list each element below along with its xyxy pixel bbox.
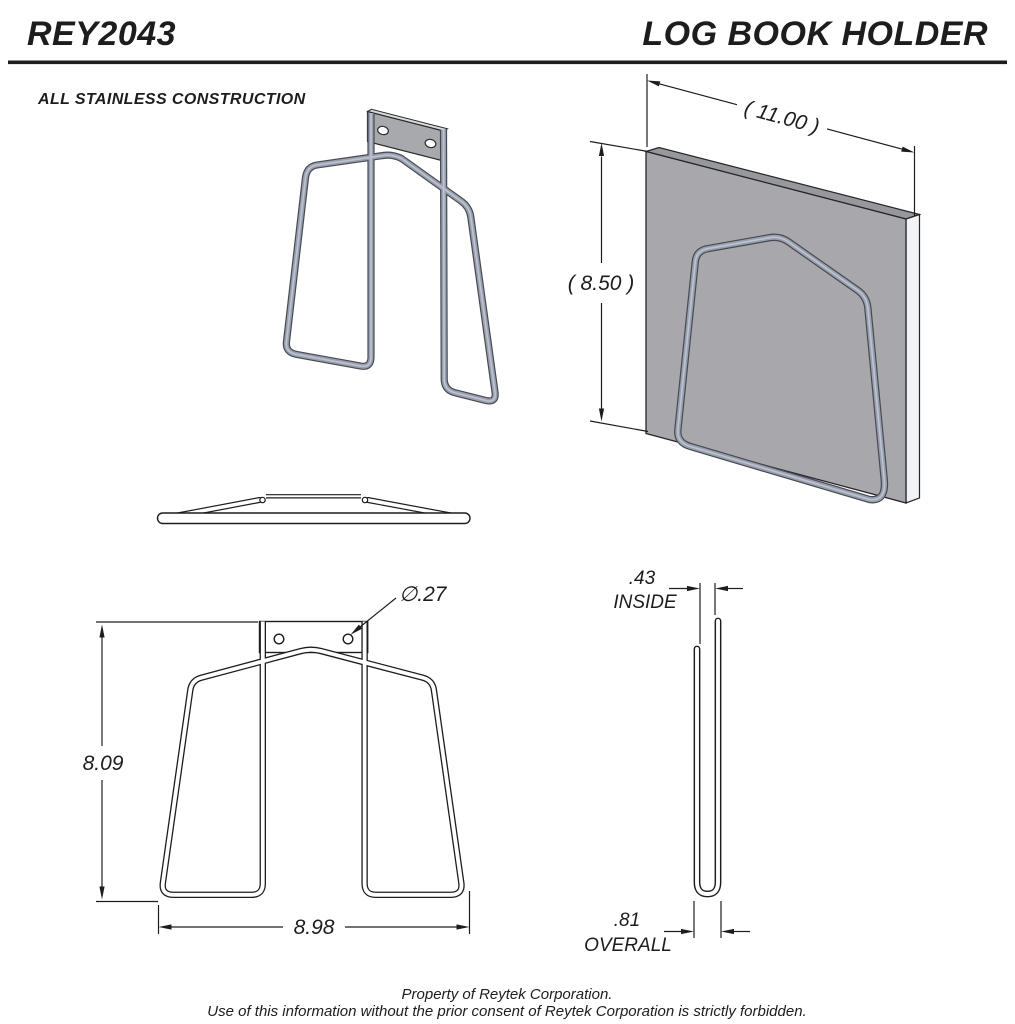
dim-text-inside-value: .43 xyxy=(629,568,656,589)
side-view: .43 INSIDE .81 OVERALL xyxy=(584,568,750,956)
isometric-view xyxy=(282,108,499,405)
arrowhead xyxy=(647,80,661,87)
part-number: REY2043 xyxy=(27,15,176,53)
wire-frame xyxy=(159,621,465,898)
mount-hole-left xyxy=(273,633,285,645)
wire-loop xyxy=(674,233,889,504)
dim-text-panel-height: ( 8.50 ) xyxy=(568,272,635,295)
header-rule xyxy=(8,60,1007,65)
footer: Property of Reytek Corporation. Use of t… xyxy=(207,986,806,1020)
arrowhead xyxy=(158,924,172,930)
panel-right-face xyxy=(905,213,921,504)
arrowhead xyxy=(687,585,700,592)
front-view: 8.09 8.98 ∅.27 xyxy=(83,583,471,939)
dim-text-overall-label: OVERALL xyxy=(584,935,672,956)
dimension-overall: .81 OVERALL xyxy=(584,901,750,956)
dim-text-height: 8.09 xyxy=(83,752,124,775)
dim-text-hole-diameter: ∅.27 xyxy=(399,583,448,606)
dimension-inside: .43 INSIDE xyxy=(613,568,743,644)
wire-body xyxy=(695,619,720,896)
panel-front-face xyxy=(645,150,907,504)
dimension-height: 8.09 xyxy=(83,621,258,903)
wire-end-left xyxy=(259,496,266,504)
arrowhead xyxy=(99,886,105,900)
material-note: ALL STAINLESS CONSTRUCTION xyxy=(37,91,306,108)
mount-hole-right xyxy=(342,633,354,645)
arrowhead xyxy=(99,624,105,638)
wire-channel xyxy=(693,617,722,898)
arrowhead xyxy=(598,143,605,156)
dimension-hole-diameter: ∅.27 xyxy=(350,583,448,635)
wire-outline xyxy=(159,621,465,898)
wire-end-right xyxy=(361,496,369,504)
wire-highlight xyxy=(285,113,496,402)
mount-hole-left xyxy=(377,125,389,136)
dim-text-inside-label: INSIDE xyxy=(613,592,677,613)
wire-highlight xyxy=(676,236,886,501)
arrowhead xyxy=(598,408,605,422)
page-title: LOG BOOK HOLDER xyxy=(642,15,988,53)
mount-hole-right xyxy=(424,138,437,149)
arrowhead xyxy=(350,624,363,635)
arrowhead xyxy=(721,928,734,935)
dim-text-overall-value: .81 xyxy=(614,910,640,931)
panel-view: ( 11.00 ) ( 8.50 ) xyxy=(568,74,922,504)
top-view xyxy=(156,494,471,525)
footer-line1: Property of Reytek Corporation. xyxy=(402,986,613,1003)
wire-frame xyxy=(282,113,499,405)
footer-line2: Use of this information without the prio… xyxy=(207,1003,806,1020)
dimension-panel-height: ( 8.50 ) xyxy=(568,140,649,433)
dim-text-panel-width: ( 11.00 ) xyxy=(742,96,822,138)
arrowhead xyxy=(715,585,728,592)
title-block: REY2043 LOG BOOK HOLDER ALL STAINLESS CO… xyxy=(8,15,1007,108)
dimension-width: 8.98 xyxy=(157,891,471,939)
arrowhead xyxy=(456,924,470,930)
arrowhead xyxy=(901,146,915,153)
front-bar xyxy=(156,512,471,525)
wire-body xyxy=(160,621,464,897)
wire-outline xyxy=(693,617,722,898)
dim-text-width: 8.98 xyxy=(294,916,335,939)
arrowhead xyxy=(681,928,694,935)
